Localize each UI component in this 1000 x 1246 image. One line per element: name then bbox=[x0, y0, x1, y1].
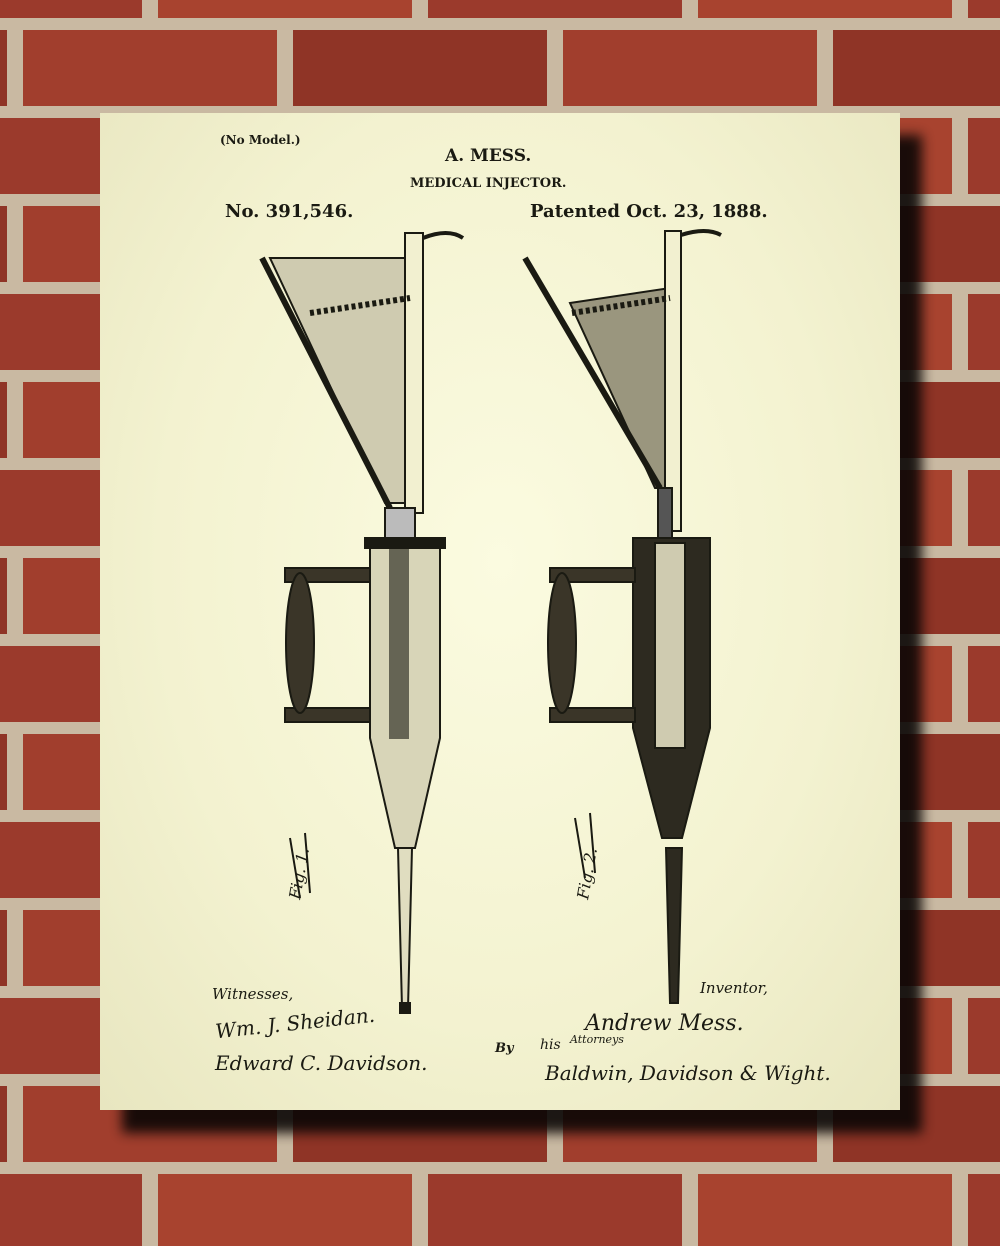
patent-drawings bbox=[259, 229, 722, 1014]
no-model-note: (No Model.) bbox=[220, 133, 301, 147]
fig2-nozzle bbox=[664, 847, 684, 1004]
fig2-handle bbox=[547, 567, 636, 723]
fig2-funnel-bellows bbox=[568, 286, 671, 489]
inventor-label: Inventor, bbox=[700, 979, 768, 997]
patent-title: MEDICAL INJECTOR. bbox=[410, 176, 567, 191]
witness-signature-2: Edward C. Davidson. bbox=[215, 1051, 428, 1075]
witnesses-label: Witnesses, bbox=[212, 985, 294, 1003]
his-label: his bbox=[540, 1037, 561, 1053]
figure-1-injector bbox=[259, 231, 465, 1014]
fig1-handle bbox=[284, 567, 371, 723]
inventor-heading: A. MESS. bbox=[445, 146, 532, 166]
patent-number: No. 391,546. bbox=[225, 201, 354, 222]
attorneys-signature: Baldwin, Davidson & Wight. bbox=[545, 1061, 831, 1085]
figure-2-injector bbox=[522, 229, 722, 1004]
inventor-signature: Andrew Mess. bbox=[585, 1011, 744, 1036]
fig1-funnel-bellows bbox=[268, 257, 411, 504]
patent-poster: (No Model.) A. MESS. MEDICAL INJECTOR. N… bbox=[100, 113, 900, 1110]
attorneys-label: Attorneys bbox=[570, 1033, 624, 1046]
fig1-nozzle bbox=[396, 847, 414, 1009]
patent-date: Patented Oct. 23, 1888. bbox=[530, 201, 768, 222]
by-label: By bbox=[495, 1041, 514, 1056]
